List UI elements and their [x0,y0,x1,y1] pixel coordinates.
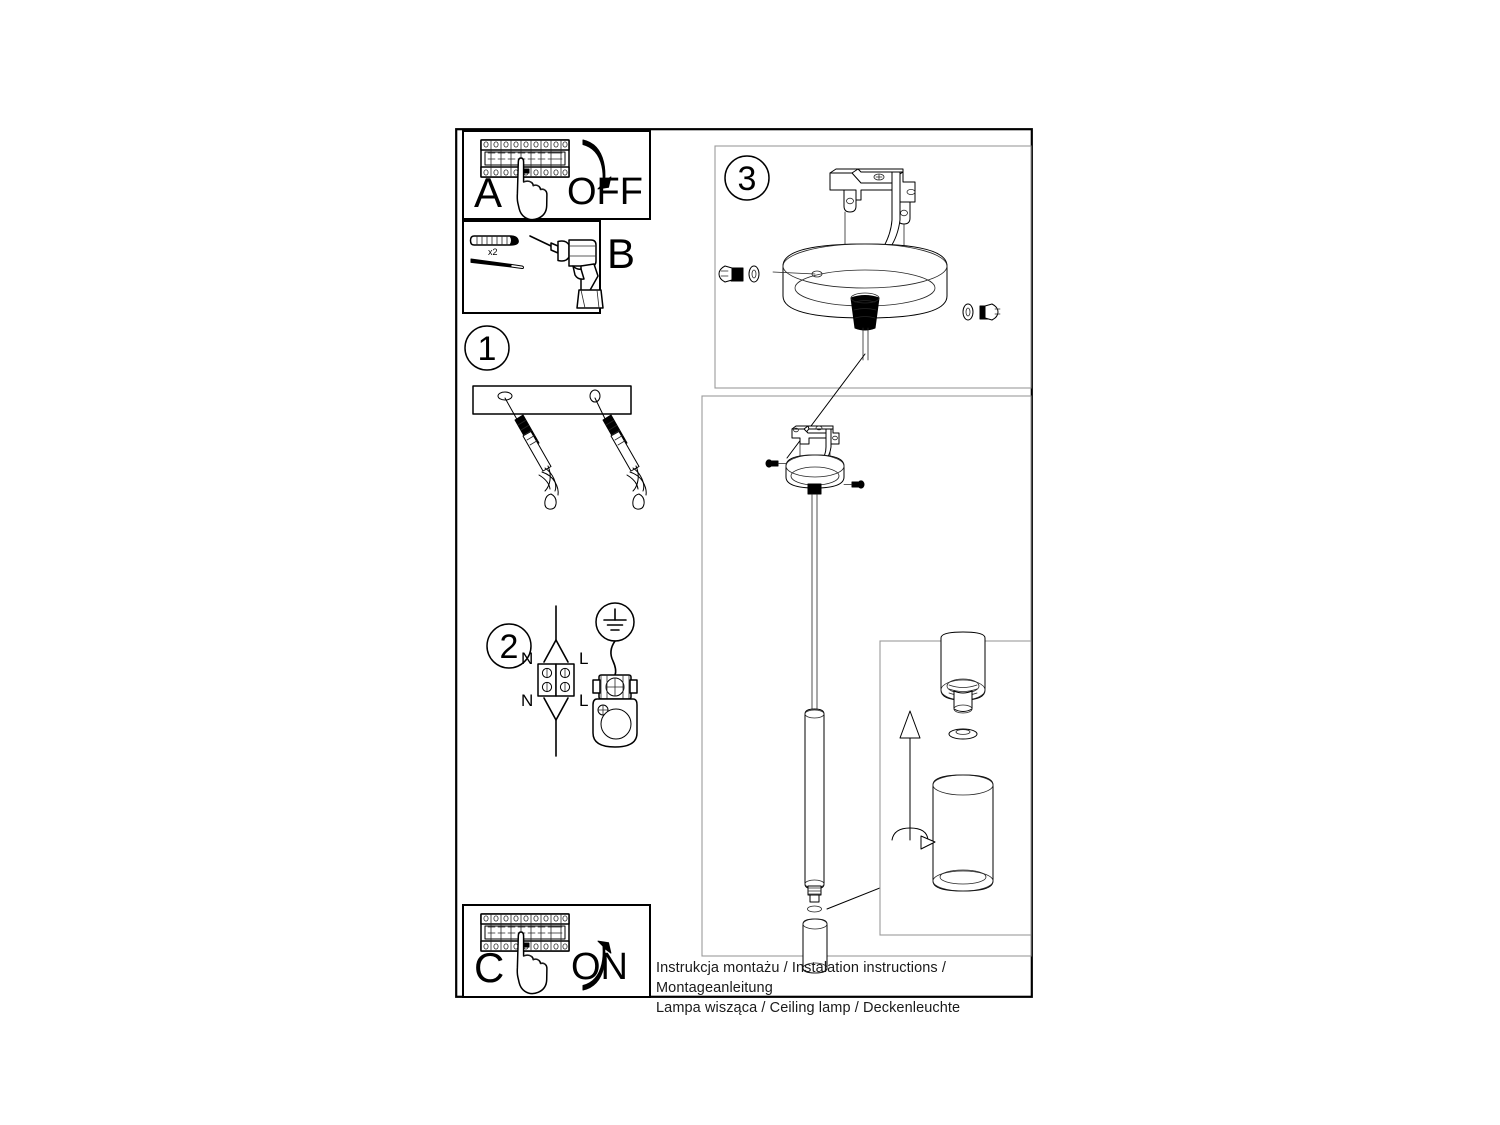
detail-threaded-socket [940,631,986,714]
step-2-number-badge: 2 [486,623,532,669]
mounting-screw-right [594,397,647,510]
curved-arrow-up-icon [582,940,612,991]
panel-c-letter: C [474,944,504,991]
pendant-canopy-assembly [765,425,865,495]
step-2-number: 2 [500,628,519,666]
step-1-number-badge: 1 [464,325,510,371]
step-1: 1 [464,325,647,510]
terminal-label-l-bottom: L [579,691,588,710]
terminal-label-n-top: N [521,649,533,668]
step-1-number: 1 [478,330,497,368]
mounting-screw-left [504,397,559,510]
power-drill-icon [529,235,604,309]
detail-shade-cylinder [932,774,994,892]
step-3-number-badge: 3 [724,155,770,201]
shade-cylinder [802,918,828,974]
ceiling-mounting-bracket-icon [829,168,916,263]
wall-anchor-icon [469,235,519,246]
suspension-cable [811,493,818,711]
caption-title-line: Instrukcja montażu / Instalation instruc… [656,960,946,996]
earth-clamp-icon [592,640,638,748]
diagram-stage: A OFF x2 [455,128,1033,998]
step-2: 2 [486,602,638,757]
panel-b-quantity-label: x2 [488,247,498,257]
canopy-screw-right [962,303,1001,321]
terminal-screws [541,667,571,693]
panel-a-action-label: OFF [567,171,643,213]
curved-arrow-down-icon [582,139,612,190]
panel-b-letter: B [607,230,635,277]
step-3: 3 [714,145,1032,389]
lamp-tube-body [804,708,825,913]
canopy-side-screws [765,459,865,489]
panel-c-action-label: ON [571,946,628,988]
earth-ground-icon [595,602,635,642]
terminal-label-l-top: L [579,649,588,668]
detail-gasket-ring [948,728,978,740]
panel-b: x2 B [462,220,635,314]
step-3-number: 3 [738,160,757,198]
pointing-hand-icon [516,157,548,221]
canopy-screw-left [718,265,816,283]
circuit-breaker-panel-icon [480,139,570,178]
rotate-arrow-icon [891,827,936,850]
ceiling-mounting-bar-icon [472,385,647,510]
cable-grip-icon [850,292,880,361]
pointing-hand-icon-c [516,931,548,995]
panel-a: A OFF [462,130,651,221]
caption-block: Instrukcja montażu / Instalation instruc… [656,958,1036,1018]
detail-panel [879,631,1032,936]
arrow-up-icon [899,710,921,841]
terminal-label-n-bottom: N [521,691,533,710]
terminal-block-icon [537,605,575,757]
screw-icon [470,258,524,270]
circuit-breaker-panel-icon-c [480,913,570,952]
caption-product-line: Lampa wisząca / Ceiling lamp / Deckenleu… [656,1000,961,1016]
panel-a-letter: A [474,169,502,216]
panel-c: C ON [462,904,651,998]
sheet-outer-frame [455,128,1033,998]
ceiling-canopy-icon [782,243,948,319]
